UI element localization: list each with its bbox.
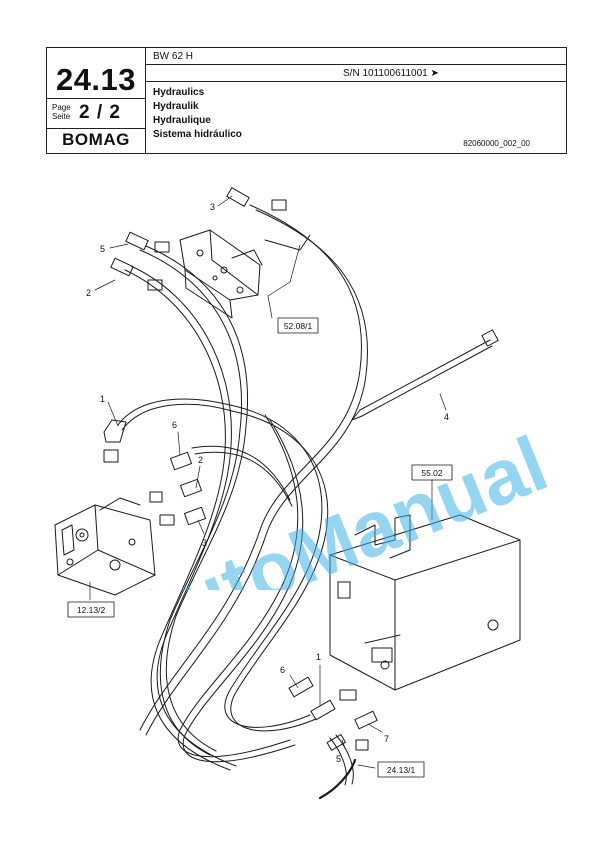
item-label-6b: 6 xyxy=(280,665,285,675)
ref-12-13-2: 12.13/2 xyxy=(77,605,106,615)
hydraulic-diagram: 3 5 2 1 6 2 3 4 6 1 7 5 52.08/1 55.02 12… xyxy=(54,187,521,800)
ref-55-02: 55.02 xyxy=(421,468,443,478)
item-label-1: 1 xyxy=(100,394,105,404)
item-numbers: 3 5 2 1 6 2 3 4 6 1 7 5 xyxy=(86,202,449,764)
pump-unit xyxy=(54,497,156,596)
divider xyxy=(145,48,146,153)
valve-block xyxy=(179,229,311,319)
divider xyxy=(47,98,145,99)
hydraulic-tank xyxy=(329,514,521,691)
item-label-2b: 2 xyxy=(198,455,203,465)
leader-lines xyxy=(89,195,447,769)
title-block: 24.13 Page Seite 2 / 2 BOMAG BW 62 H S/N… xyxy=(46,47,567,154)
divider xyxy=(145,64,566,65)
title-en: Hydraulics xyxy=(153,87,205,98)
ref-52-08-1: 52.08/1 xyxy=(284,321,313,331)
item-label-3b: 3 xyxy=(202,538,207,548)
cable-tie xyxy=(351,329,499,421)
document-number: 82060000_002_00 xyxy=(463,139,530,148)
title-es: Sistema hidráulico xyxy=(153,129,242,140)
section-titles: Hydraulics Hydraulik Hydraulique Sistema… xyxy=(153,86,242,142)
model-name: BW 62 H xyxy=(153,51,194,62)
brand-logo: BOMAG xyxy=(62,130,130,149)
item-label-7: 7 xyxy=(384,734,389,744)
serial-number: S/N 101100611001 ➤ xyxy=(343,68,439,79)
title-de: Hydraulik xyxy=(153,101,199,112)
ref-24-13-1: 24.13/1 xyxy=(387,765,416,775)
item-label-1b: 1 xyxy=(316,652,321,662)
item-label-5: 5 xyxy=(100,244,105,254)
item-label-3: 3 xyxy=(210,202,215,212)
item-label-6: 6 xyxy=(172,420,177,430)
page-number: 2 / 2 xyxy=(79,102,121,123)
title-fr: Hydraulique xyxy=(153,115,211,126)
item-label-4: 4 xyxy=(444,412,449,422)
divider xyxy=(145,81,566,82)
section-number: 24.13 xyxy=(55,62,137,97)
hose-lines xyxy=(117,204,368,800)
item-label-5b: 5 xyxy=(336,754,341,764)
hose-fittings xyxy=(103,187,378,751)
divider xyxy=(47,128,145,129)
item-label-2: 2 xyxy=(86,288,91,298)
reference-boxes: 52.08/1 55.02 12.13/2 24.13/1 xyxy=(67,317,453,778)
page-label: Page Seite xyxy=(52,103,71,121)
